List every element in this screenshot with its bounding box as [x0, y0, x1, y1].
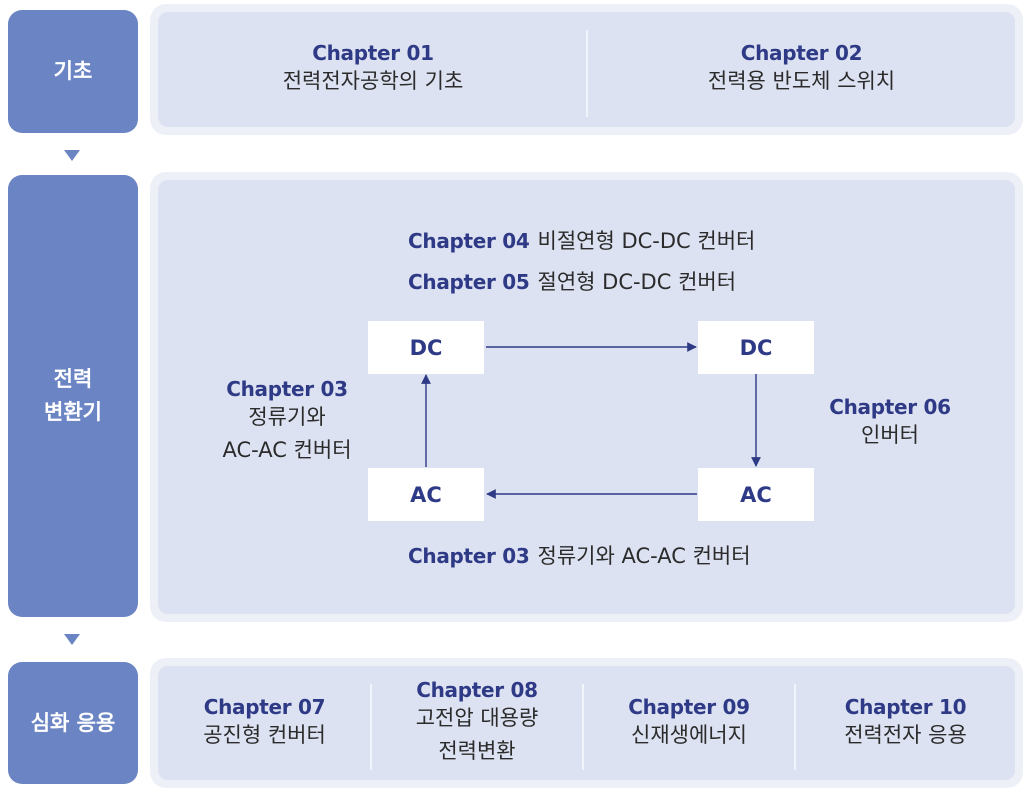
- chapter-10-title: 전력전자 응용: [844, 722, 967, 747]
- chapter-06-number: Chapter 06: [829, 395, 951, 419]
- chapter-08-number: Chapter 08: [416, 678, 538, 703]
- stage-conversion: 전력 변환기: [8, 175, 138, 617]
- chapter-03-row[interactable]: Chapter 03 정류기와 AC-AC 컨버터: [408, 544, 751, 568]
- chapter-01[interactable]: Chapter 01 전력전자공학의 기초: [158, 12, 588, 127]
- chapter-06-title: 인버터: [861, 423, 919, 447]
- stage-advanced-label: 심화 응용: [30, 710, 116, 735]
- divider: [794, 684, 796, 770]
- chapter-07-number: Chapter 07: [203, 694, 326, 719]
- advanced-panel: Chapter 07 공진형 컨버터 Chapter 08 고전압 대용량 전력…: [150, 658, 1023, 788]
- chapter-04-row[interactable]: Chapter 04 비절연형 DC-DC 컨버터: [408, 229, 755, 253]
- chapter-03-side-number: Chapter 03: [226, 377, 348, 401]
- node-ac-target: AC: [698, 468, 814, 521]
- node-ac-source: AC: [368, 468, 484, 521]
- chapter-09-title: 신재생에너지: [631, 722, 747, 747]
- divider: [370, 684, 372, 770]
- chapter-05-row[interactable]: Chapter 05 절연형 DC-DC 컨버터: [408, 270, 736, 294]
- chapter-02-number: Chapter 02: [740, 41, 863, 66]
- chapter-09-number: Chapter 09: [628, 694, 750, 719]
- down-arrow-icon: [64, 634, 80, 645]
- chapter-01-number: Chapter 01: [312, 41, 434, 66]
- stage-basics: 기초: [8, 10, 138, 133]
- chapter-04-title: 비절연형 DC-DC 컨버터: [537, 229, 756, 253]
- chapter-10-number: Chapter 10: [844, 694, 967, 719]
- chapter-03-title: 정류기와 AC-AC 컨버터: [537, 544, 751, 568]
- chapter-02[interactable]: Chapter 02 전력용 반도체 스위치: [588, 12, 1015, 127]
- chapter-09[interactable]: Chapter 09 신재생에너지: [584, 666, 794, 780]
- basics-panel: Chapter 01 전력전자공학의 기초 Chapter 02 전력용 반도체…: [150, 4, 1023, 135]
- divider: [586, 30, 588, 117]
- chapter-08-title: 고전압 대용량 전력변환: [415, 706, 539, 763]
- chapter-06-side-label[interactable]: Chapter 06 인버터: [828, 395, 952, 452]
- chapter-07-title: 공진형 컨버터: [203, 722, 326, 747]
- chapter-03-side-label[interactable]: Chapter 03 정류기와 AC-AC 컨버터: [190, 377, 384, 466]
- node-dc-source: DC: [368, 321, 484, 374]
- chapter-03-side-title: 정류기와 AC-AC 컨버터: [222, 405, 352, 462]
- chapter-02-title: 전력용 반도체 스위치: [707, 69, 896, 94]
- chapter-01-title: 전력전자공학의 기초: [282, 69, 464, 94]
- chapter-05-number: Chapter 05: [408, 270, 530, 294]
- divider: [582, 684, 584, 770]
- basics-panel-inner: Chapter 01 전력전자공학의 기초 Chapter 02 전력용 반도체…: [158, 12, 1015, 127]
- conversion-panel-inner: [158, 180, 1015, 614]
- stage-advanced: 심화 응용: [8, 662, 138, 784]
- chapter-04-number: Chapter 04: [408, 229, 530, 253]
- down-arrow-icon: [64, 150, 80, 161]
- stage-conversion-label: 전력 변환기: [44, 367, 102, 424]
- advanced-panel-inner: Chapter 07 공진형 컨버터 Chapter 08 고전압 대용량 전력…: [158, 666, 1015, 780]
- chapter-07[interactable]: Chapter 07 공진형 컨버터: [158, 666, 371, 780]
- chapter-05-title: 절연형 DC-DC 컨버터: [537, 270, 737, 294]
- chapter-03-number: Chapter 03: [408, 544, 530, 568]
- chapter-08[interactable]: Chapter 08 고전압 대용량 전력변환: [372, 666, 582, 780]
- chapter-10[interactable]: Chapter 10 전력전자 응용: [796, 666, 1015, 780]
- stage-basics-label: 기초: [53, 59, 93, 84]
- node-dc-target: DC: [698, 321, 814, 374]
